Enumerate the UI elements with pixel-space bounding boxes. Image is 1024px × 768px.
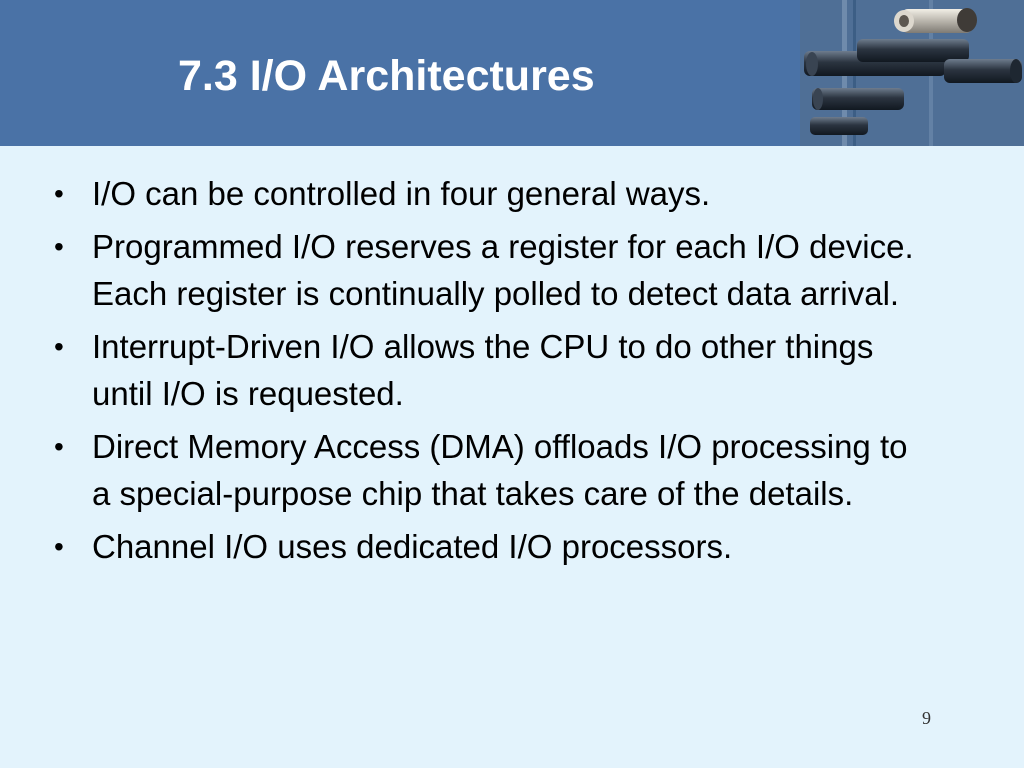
bullet-item: • Direct Memory Access (DMA) offloads I/…	[52, 423, 932, 517]
slide-title: 7.3 I/O Architectures	[178, 52, 595, 100]
bullet-text: Direct Memory Access (DMA) offloads I/O …	[92, 428, 908, 512]
bullet-text: Programmed I/O reserves a register for e…	[92, 228, 914, 312]
bullet-item: • Programmed I/O reserves a register for…	[52, 223, 932, 317]
bullet-item: • I/O can be controlled in four general …	[52, 170, 932, 217]
bullet-text: Channel I/O uses dedicated I/O processor…	[92, 528, 733, 565]
bullet-item: • Channel I/O uses dedicated I/O process…	[52, 523, 932, 570]
bullet-dot-icon: •	[54, 231, 64, 262]
bullet-text: I/O can be controlled in four general wa…	[92, 175, 711, 212]
bullet-dot-icon: •	[54, 431, 64, 462]
slide-header: 7.3 I/O Architectures	[0, 0, 1024, 146]
pipes-decoration-icon	[800, 0, 1024, 146]
bullet-dot-icon: •	[54, 531, 64, 562]
bullet-text: Interrupt-Driven I/O allows the CPU to d…	[92, 328, 874, 412]
bullet-dot-icon: •	[54, 178, 64, 209]
bullet-dot-icon: •	[54, 331, 64, 362]
page-number: 9	[922, 708, 931, 728]
bullet-list: • I/O can be controlled in four general …	[52, 170, 932, 576]
bullet-item: • Interrupt-Driven I/O allows the CPU to…	[52, 323, 932, 417]
